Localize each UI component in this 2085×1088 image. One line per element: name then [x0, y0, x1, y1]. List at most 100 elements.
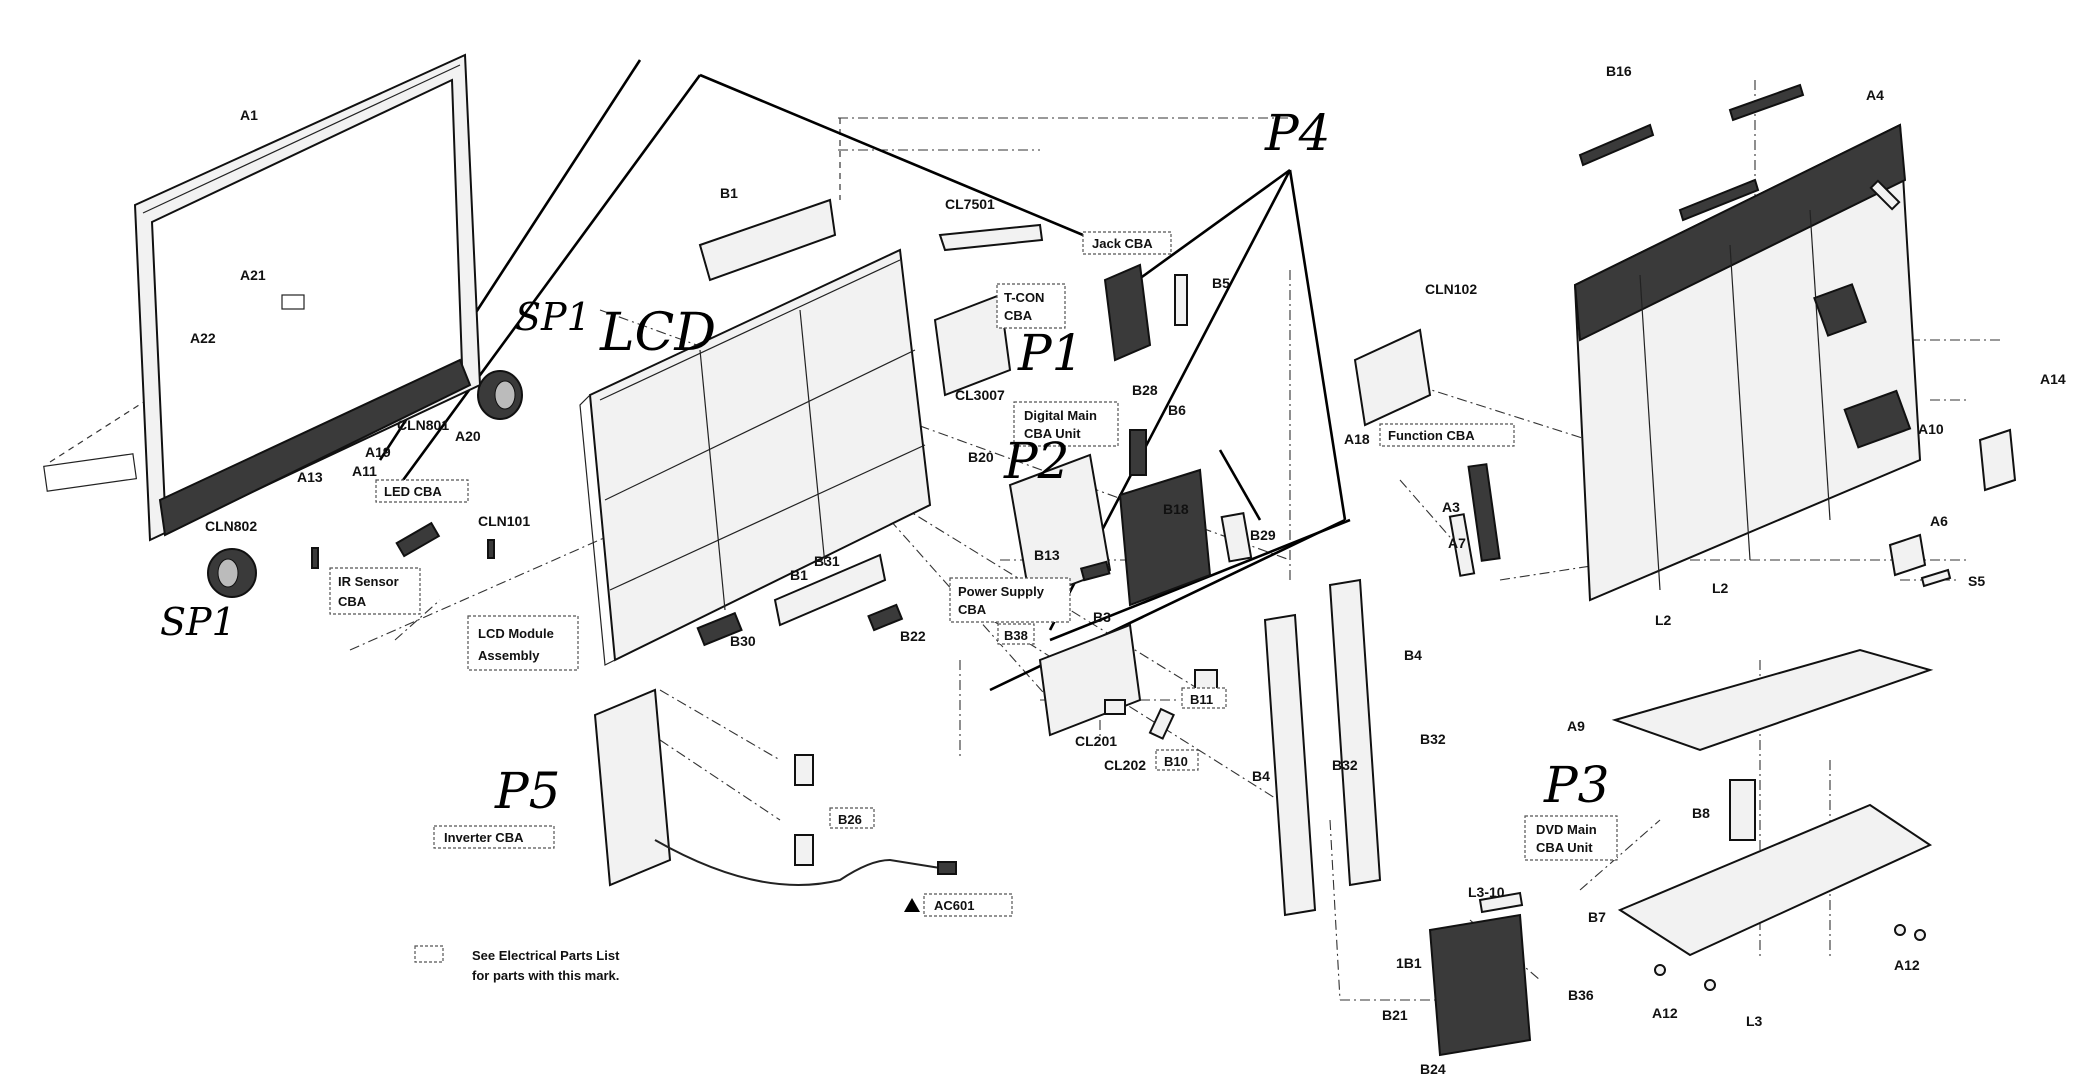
- s5-part: [1920, 568, 1952, 588]
- label-b28: B28: [1132, 382, 1158, 398]
- dvd-main-frame: [1524, 815, 1618, 861]
- b29-part: [1220, 512, 1253, 563]
- label-l3-10: L3-10: [1468, 884, 1505, 900]
- label-l2-b: L2: [1655, 612, 1672, 628]
- b26-frame: [829, 807, 875, 829]
- boxed-labels: LED CBA IR Sensor CBA LCD Module Assembl…: [338, 236, 1597, 913]
- b11-frame: [1181, 687, 1227, 709]
- label-cln102: CLN102: [1425, 281, 1477, 297]
- speaker-top: [477, 370, 523, 420]
- label-cl202: CL202: [1104, 757, 1146, 773]
- label-b24: B24: [1420, 1061, 1446, 1077]
- handwritten-annotations: SP1 SP1 LCD P1 P2 P3 P4 P5: [160, 104, 1609, 820]
- b30-part: [696, 611, 743, 647]
- label-l3: L3: [1746, 1013, 1763, 1029]
- b28-part: [1129, 429, 1147, 476]
- label-a18: A18: [1344, 431, 1370, 447]
- label-a11: A11: [352, 463, 377, 479]
- a21-label-plate: [281, 294, 305, 310]
- digital-main-label-1: Digital Main: [1024, 408, 1097, 423]
- warning-triangle-icon: [904, 898, 920, 912]
- ac-plug: [937, 861, 957, 875]
- label-a20: A20: [455, 428, 481, 444]
- label-a9: A9: [1567, 718, 1585, 734]
- lcd-module-label-2: Assembly: [478, 648, 540, 663]
- label-a6: A6: [1930, 513, 1948, 529]
- cln101-connector: [487, 539, 495, 559]
- label-a3: A3: [1442, 499, 1460, 515]
- rear-jack-panel: [1813, 283, 1867, 337]
- label-b22: B22: [900, 628, 926, 644]
- b3-part: [1079, 560, 1111, 582]
- jack-cba-board: [1103, 263, 1152, 362]
- label-b13: B13: [1034, 547, 1060, 563]
- cln802-connector: [311, 547, 319, 569]
- legend-line-2: for parts with this mark.: [472, 968, 619, 983]
- label-a22: A22: [190, 330, 216, 346]
- a22-film: [43, 453, 138, 492]
- lcd-panel: [579, 248, 932, 666]
- b16-strip-3: [1578, 123, 1655, 167]
- label-1b1: 1B1: [1396, 955, 1422, 971]
- label-a10: A10: [1918, 421, 1944, 437]
- tcon-frame: [996, 283, 1066, 329]
- label-cln101: CLN101: [478, 513, 530, 529]
- b4-rail-left: [1263, 613, 1317, 917]
- function-cba-frame: [1379, 423, 1515, 447]
- lcd-module-label-1: LCD Module: [478, 626, 554, 641]
- label-b20: B20: [968, 449, 994, 465]
- b26-label: B26: [838, 812, 862, 827]
- led-cba-frame: [375, 479, 469, 503]
- led-cba-label: LED CBA: [384, 484, 442, 499]
- a14-part: [1978, 428, 2017, 492]
- handwritten-sp1-top: SP1: [515, 295, 591, 339]
- b1-bracket-top: [698, 198, 837, 282]
- ir-sensor-board: [395, 521, 441, 558]
- handwritten-p1: P1: [1017, 324, 1083, 382]
- b4-rail-right: [1328, 578, 1382, 887]
- handwritten-p5: P5: [494, 762, 560, 820]
- b11-label: B11: [1190, 692, 1213, 707]
- rear-cover: [1573, 123, 1922, 602]
- legend-note: See Electrical Parts List for parts with…: [472, 948, 620, 983]
- label-cl3007: CL3007: [955, 387, 1005, 403]
- label-b16: B16: [1606, 63, 1632, 79]
- power-supply-label-2: CBA: [958, 602, 987, 617]
- cl7501-cable: [938, 223, 1044, 252]
- tcon-board: [933, 293, 1012, 397]
- b26-part-2: [794, 834, 814, 866]
- b8-neck: [1729, 779, 1756, 841]
- label-b31: B31: [814, 553, 840, 569]
- front-bezel: [43, 53, 482, 542]
- rear-vents: [1843, 389, 1912, 449]
- label-b8: B8: [1692, 805, 1710, 821]
- a18-part: [1353, 328, 1432, 427]
- label-a21: A21: [240, 267, 266, 283]
- a6-part: [1888, 533, 1927, 577]
- b16-strip-2: [1678, 178, 1760, 222]
- label-s5: S5: [1968, 573, 1985, 589]
- b16-strip-4: [1728, 83, 1805, 122]
- label-a7: A7: [1448, 535, 1466, 551]
- cl201-clip: [1104, 699, 1126, 715]
- b5-bracket: [1174, 274, 1188, 326]
- b22-part: [867, 603, 904, 632]
- label-b7: B7: [1588, 909, 1606, 925]
- label-b1-bottom: B1: [790, 567, 808, 583]
- tcon-label-2: CBA: [1004, 308, 1033, 323]
- label-l2-a: L2: [1712, 580, 1729, 596]
- b10-part: [1148, 707, 1175, 740]
- label-b29: B29: [1250, 527, 1276, 543]
- lcd-module-frame: [467, 615, 579, 671]
- inverter-board: [593, 688, 672, 887]
- label-cl7501: CL7501: [945, 196, 995, 212]
- label-b1-top: B1: [720, 185, 738, 201]
- power-supply-frame: [949, 577, 1071, 623]
- label-a12-left: A12: [1652, 1005, 1678, 1021]
- l3-10-part: [1478, 891, 1524, 914]
- b38-frame: [997, 623, 1035, 645]
- handwritten-p2: P2: [1003, 432, 1069, 490]
- label-cln801: CLN801: [397, 417, 449, 433]
- b10-label: B10: [1164, 754, 1188, 769]
